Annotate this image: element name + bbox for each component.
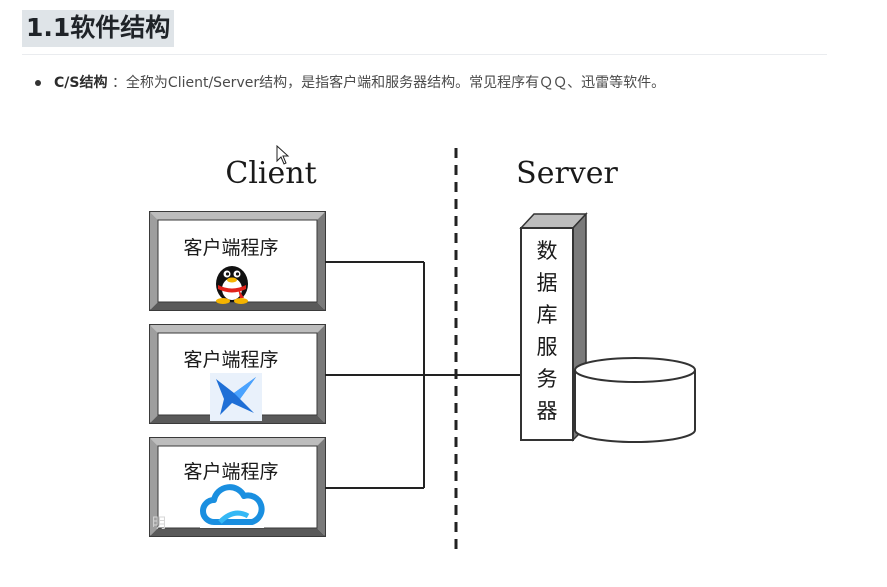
client-box-2: 客户端程序 — [149, 324, 326, 424]
database-cylinder-icon — [574, 357, 696, 443]
client-box-1: 客户端程序 — [149, 211, 326, 311]
client-box-3: 客户端程序 明 — [149, 437, 326, 537]
server-char-1: 数 — [537, 239, 558, 263]
database-server-box: 数 据 库 服 务 器 — [519, 212, 588, 442]
xunlei-bird-icon — [210, 373, 262, 421]
section-heading-wrap: 1.1软件结构 — [22, 10, 175, 47]
client-title: Client — [225, 156, 316, 191]
bullet-term: C/S结构 — [54, 75, 108, 91]
client-box-1-label: 客户端程序 — [183, 237, 278, 259]
client-box-3-label: 客户端程序 — [183, 461, 278, 483]
bullet-description: ：全称为Client/Server结构，是指客户端和服务器结构。常见程序有ＱＱ、… — [111, 75, 666, 91]
server-char-2: 据 — [537, 271, 558, 295]
server-char-4: 服 — [537, 335, 558, 359]
cloud-icon — [200, 484, 265, 528]
heading-divider — [22, 54, 827, 55]
client-box-2-label: 客户端程序 — [183, 349, 278, 371]
connector-lines — [325, 261, 521, 489]
server-title: Server — [516, 156, 618, 191]
server-char-6: 器 — [537, 399, 558, 423]
bullet-item: C/S结构 ：全称为Client/Server结构，是指客户端和服务器结构。常见… — [36, 72, 665, 94]
bullet-dot — [35, 80, 41, 86]
server-char-5: 务 — [537, 367, 558, 391]
qq-penguin-icon — [216, 266, 248, 304]
watermark-glyph: 明 — [152, 516, 166, 532]
section-heading: 1.1软件结构 — [22, 10, 175, 47]
server-char-3: 库 — [537, 303, 558, 327]
mouse-cursor-icon — [276, 145, 290, 165]
